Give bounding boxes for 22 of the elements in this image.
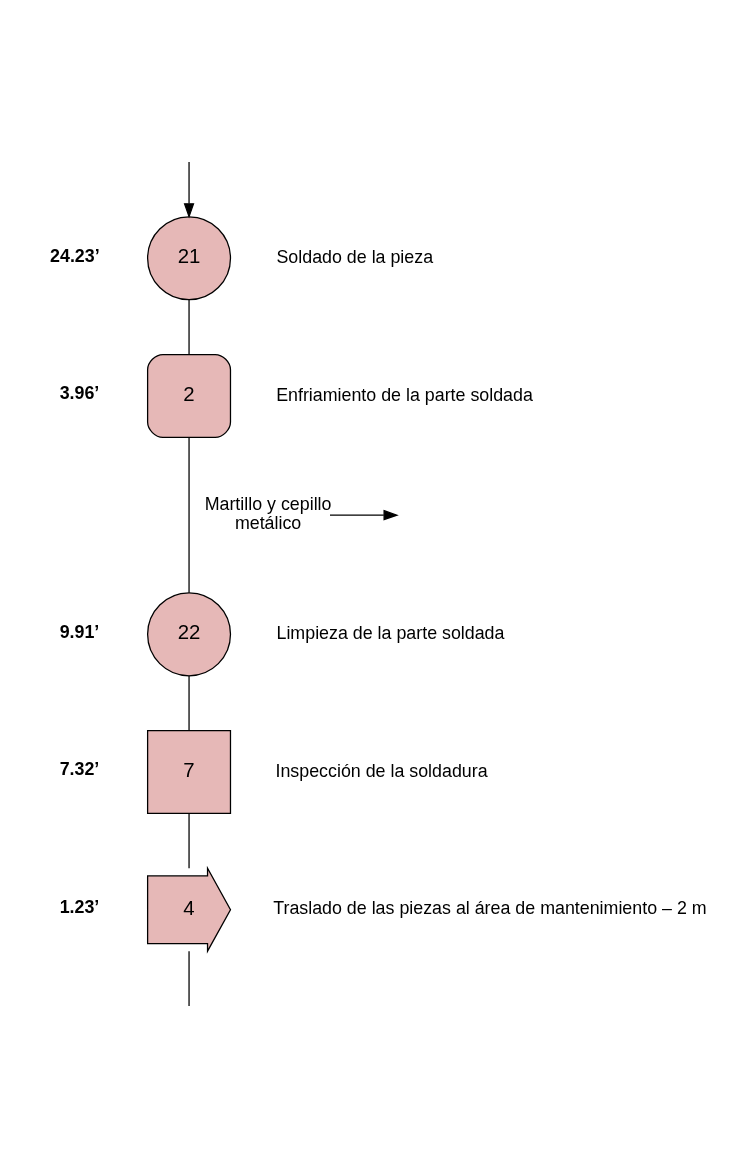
node-circle: 22: [147, 591, 232, 676]
node-label: 9.91’: [59, 621, 100, 642]
connector: [188, 298, 190, 355]
node-label: Inspección de la soldadura: [275, 760, 488, 781]
node-box: 7: [147, 729, 232, 814]
connector: [188, 950, 190, 1007]
node-circle: 21: [147, 215, 232, 300]
arrow: [183, 160, 195, 219]
arrow: [329, 509, 399, 520]
node-text: Martillo y cepillo metálico: [204, 493, 332, 533]
node-label: Traslado de las piezas al área de mantenimiento – 2 m: [273, 897, 707, 918]
node-label: 3.96’: [59, 382, 100, 403]
node-box: 2: [147, 353, 232, 438]
node-label: Limpieza de la parte soldada: [276, 622, 505, 643]
node-label: 1.23’: [59, 896, 100, 917]
node-label: 24.23’: [50, 245, 100, 266]
node-label: 7.32’: [59, 758, 100, 779]
connector: [188, 674, 190, 731]
node-label: Soldado de la pieza: [276, 246, 434, 267]
connector: [188, 436, 190, 593]
node-label: Enfriamiento de la parte soldada: [276, 384, 533, 405]
connector: [188, 812, 190, 869]
